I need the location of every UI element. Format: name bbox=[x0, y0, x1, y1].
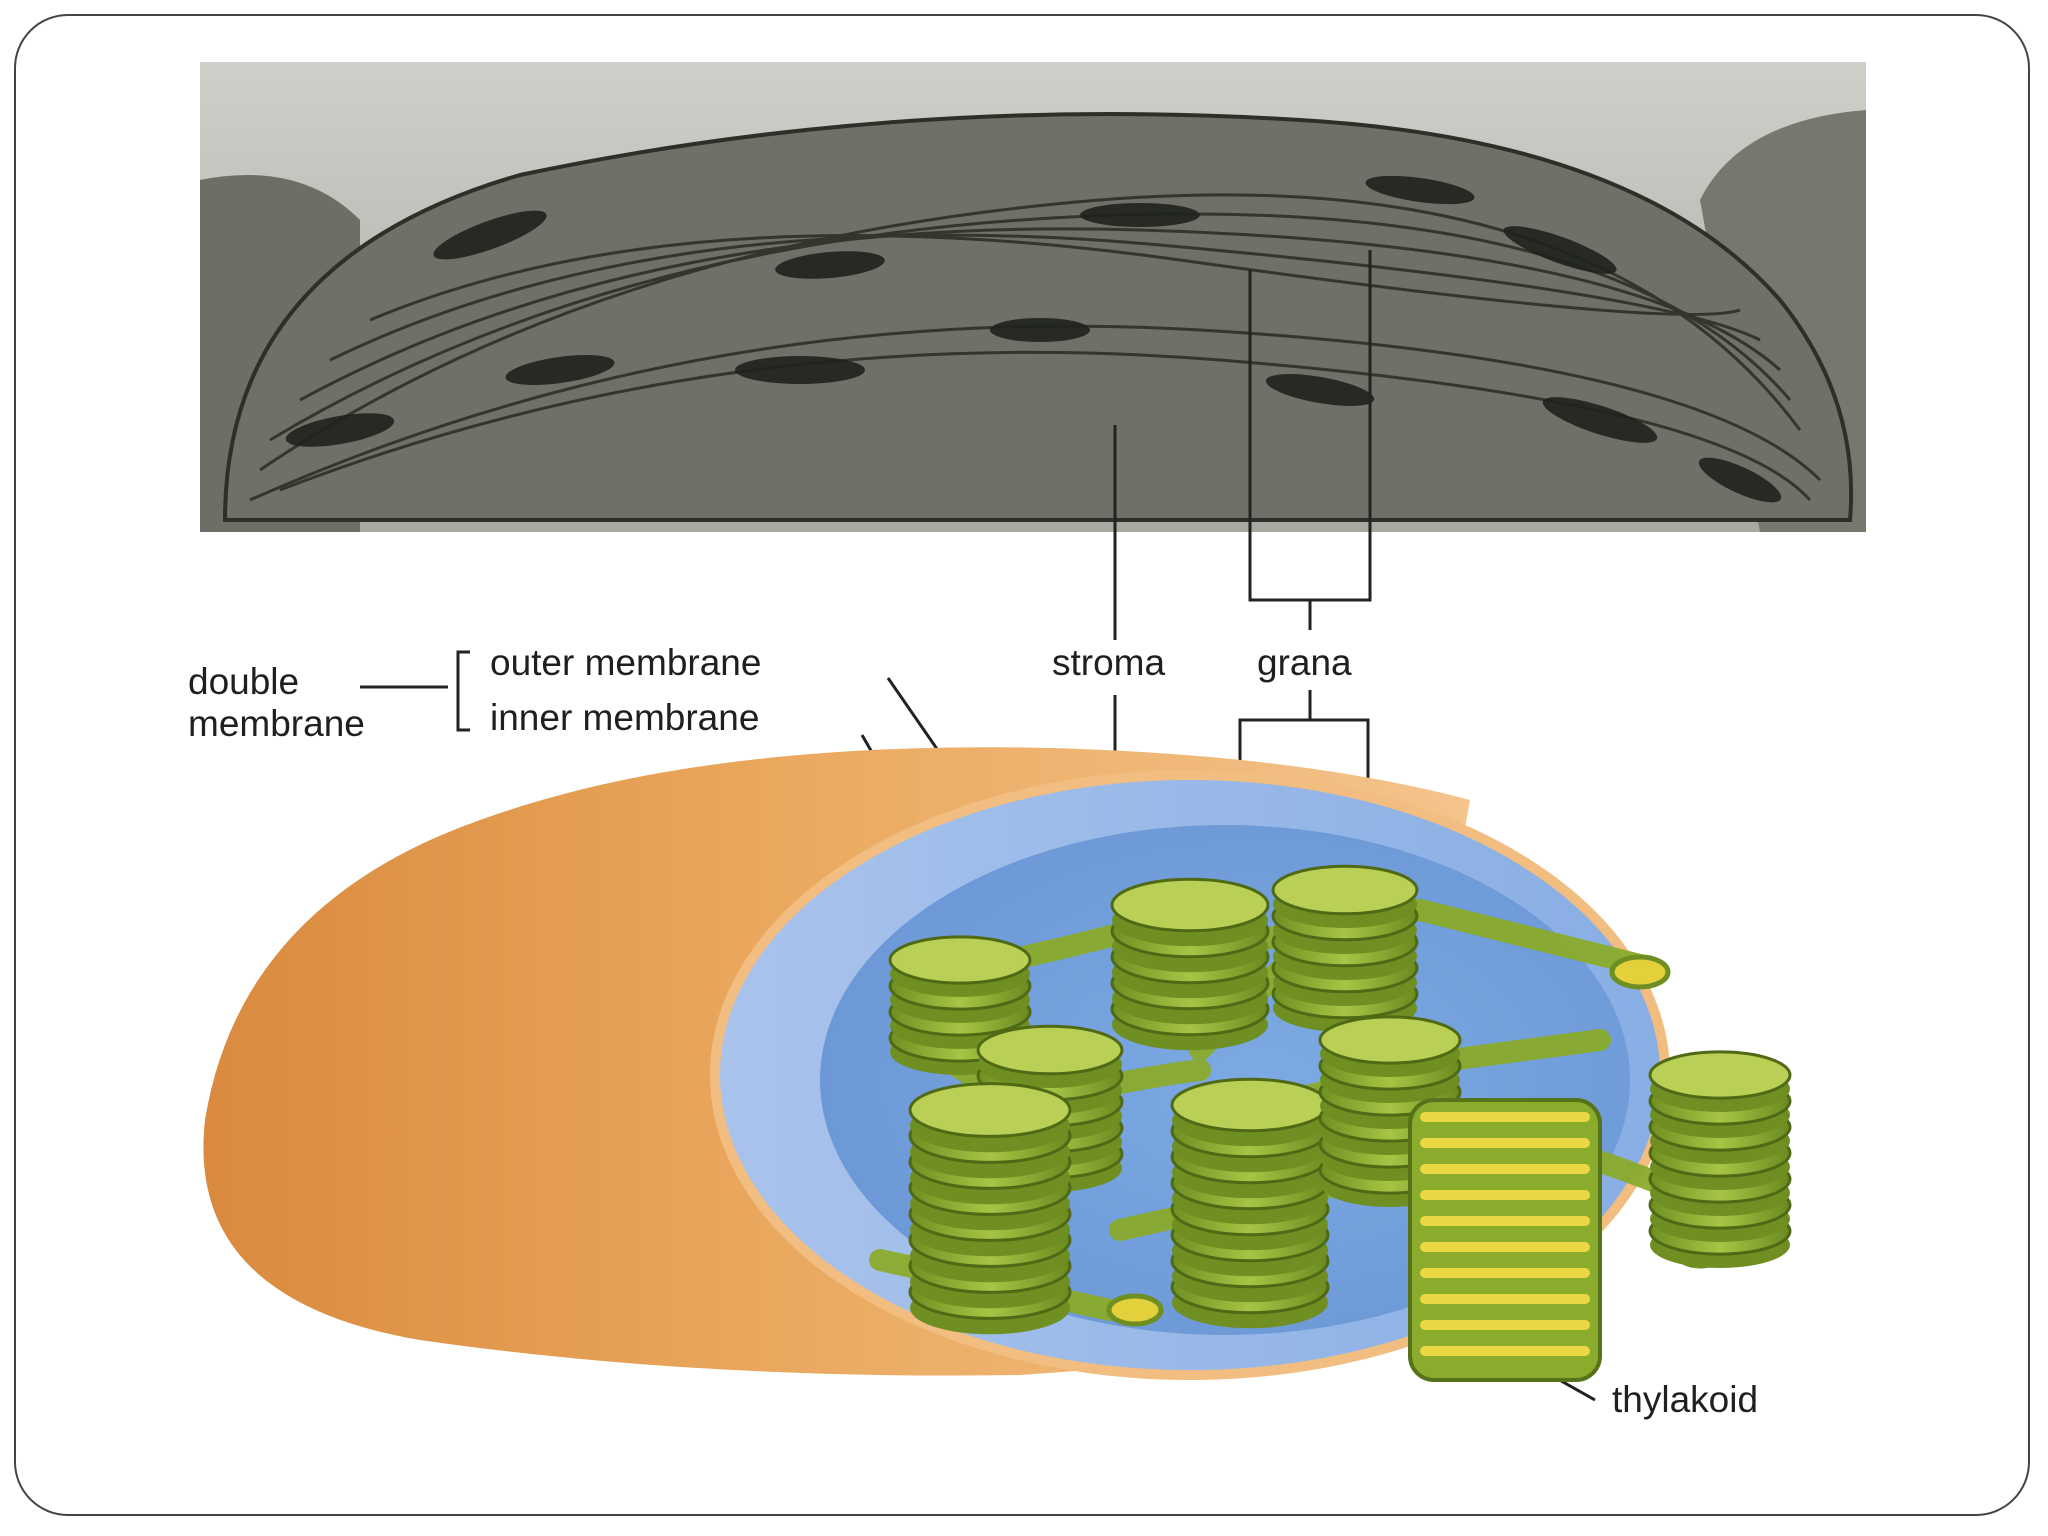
electron-micrograph bbox=[200, 62, 1866, 532]
label-stroma: stroma bbox=[1052, 642, 1166, 683]
label-outer-membrane: outer membrane bbox=[490, 642, 761, 683]
label-thylakoid: thylakoid bbox=[1612, 1379, 1758, 1420]
thylakoid-lumen bbox=[1420, 1216, 1590, 1226]
label-membrane: membrane bbox=[188, 703, 365, 744]
chloroplast-3d-model bbox=[203, 747, 1792, 1382]
label-grana: grana bbox=[1257, 642, 1352, 683]
granum bbox=[1170, 1077, 1330, 1329]
label-inner-membrane: inner membrane bbox=[490, 697, 759, 738]
thylakoid-lumen bbox=[1420, 1112, 1590, 1122]
granum bbox=[1110, 877, 1270, 1051]
thylakoid-cutaway bbox=[1408, 1098, 1602, 1382]
granum bbox=[908, 1082, 1072, 1335]
thylakoid-lumen bbox=[1420, 1294, 1590, 1304]
granum bbox=[1648, 1050, 1792, 1268]
thylakoid-lumen bbox=[1420, 1320, 1590, 1330]
thylakoid-lumen bbox=[1420, 1268, 1590, 1278]
granum bbox=[1271, 864, 1419, 1033]
thylakoid-lumen bbox=[1420, 1242, 1590, 1252]
thylakoid-lumen bbox=[1420, 1138, 1590, 1148]
thylakoid-lumen bbox=[1420, 1164, 1590, 1174]
thylakoid-lumen bbox=[1420, 1346, 1590, 1356]
thylakoid-lumen bbox=[1420, 1190, 1590, 1200]
grana-stacks bbox=[888, 864, 1792, 1335]
label-double: double bbox=[188, 661, 299, 702]
labels: double membrane outer membrane inner mem… bbox=[188, 642, 1758, 1420]
